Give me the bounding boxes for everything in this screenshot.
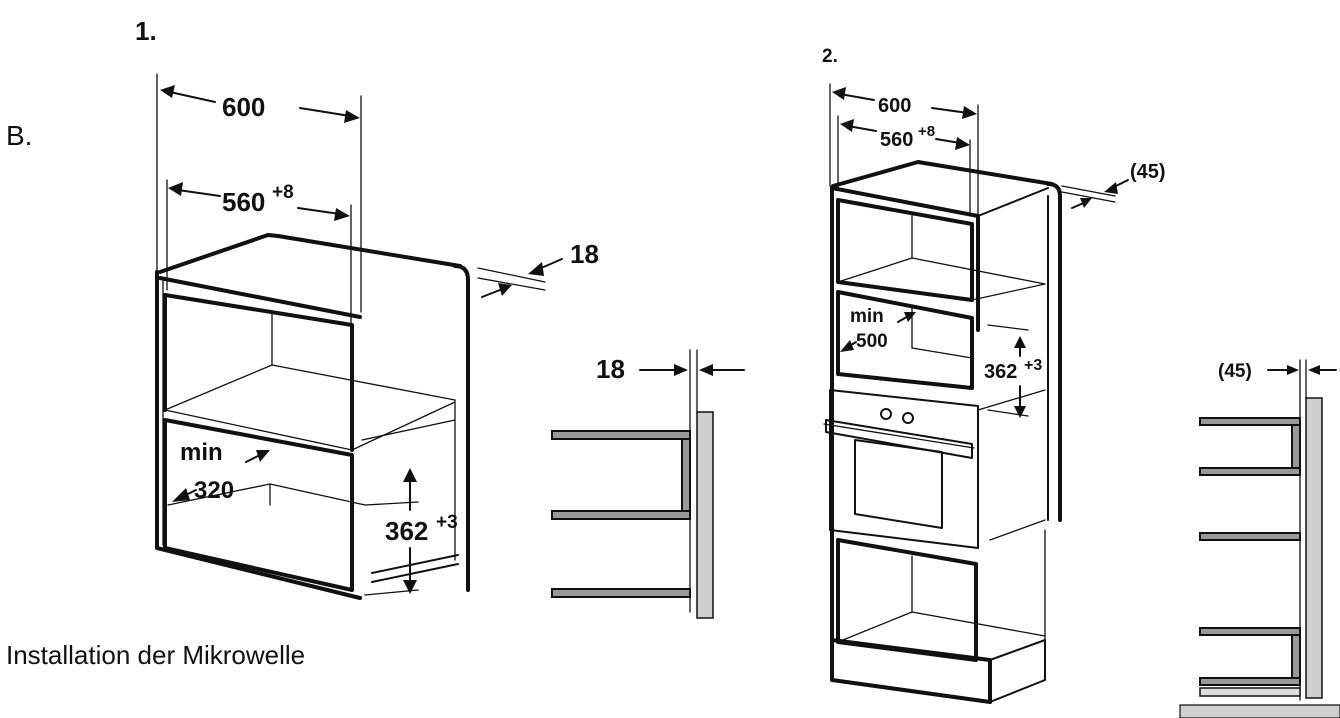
d1-min-depth-arrows (172, 450, 270, 502)
cabinet-1-drawing (155, 73, 546, 600)
side-view-1-gap-value: 18 (596, 354, 625, 384)
d2-min-depth-arrows (840, 312, 916, 352)
d1-width-dimension (160, 85, 360, 123)
d1-height-dimension (403, 468, 417, 594)
d2-width-dimension (832, 87, 977, 119)
d2-min-depth-value: 500 (856, 331, 888, 352)
d2-depth-dimension (1071, 179, 1129, 209)
d1-height-value: 362 (385, 516, 428, 546)
d1-inner-width-dimension (168, 182, 350, 221)
d2-inner-width-tolerance: +8 (918, 123, 935, 140)
d2-depth-value: (45) (1130, 161, 1166, 183)
step-1-label: 1. (135, 16, 157, 46)
d1-min-label: min (180, 439, 223, 466)
d1-depth-dimension (481, 258, 563, 298)
d2-height-tolerance: +3 (1024, 357, 1042, 374)
cabinet-2-drawing (823, 83, 1116, 704)
d2-width-value: 600 (878, 95, 911, 117)
d1-inner-width-tolerance: +8 (272, 182, 294, 203)
d2-height-value: 362 (984, 361, 1017, 383)
d2-min-label: min (850, 306, 884, 327)
side-view-1 (551, 349, 745, 619)
d1-width-value: 600 (222, 92, 265, 122)
side-view-2-gap-value: (45) (1218, 361, 1252, 382)
step-2-label: 2. (822, 46, 838, 67)
d1-min-depth-value: 320 (194, 477, 234, 504)
section-label: B. (6, 120, 32, 151)
d1-height-tolerance: +3 (436, 512, 458, 533)
d2-inner-width-value: 560 (880, 129, 913, 151)
d1-inner-width-value: 560 (222, 187, 265, 217)
d1-depth-value: 18 (570, 239, 599, 269)
d2-height-dimension (1014, 336, 1026, 418)
side-view-2 (1179, 359, 1340, 718)
caption-text: Installation der Mikrowelle (6, 640, 305, 670)
d2-inner-width-dimension (840, 119, 970, 150)
